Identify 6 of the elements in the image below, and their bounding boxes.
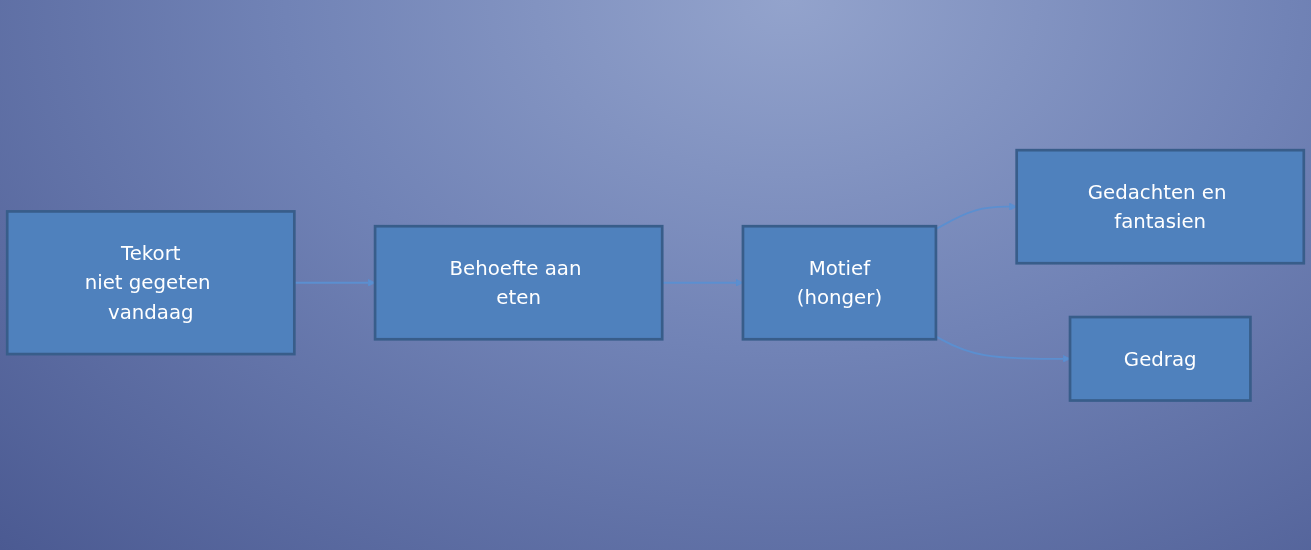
arrow <box>935 335 1071 363</box>
node-box: Gedrag <box>1068 315 1252 402</box>
node-box: Tekort niet gegeten vandaag <box>5 209 296 356</box>
node-box: Motief (honger) <box>741 224 938 341</box>
node-box: Gedachten en fantasien <box>1015 148 1306 265</box>
node-box: Behoefte aan eten <box>373 224 664 341</box>
